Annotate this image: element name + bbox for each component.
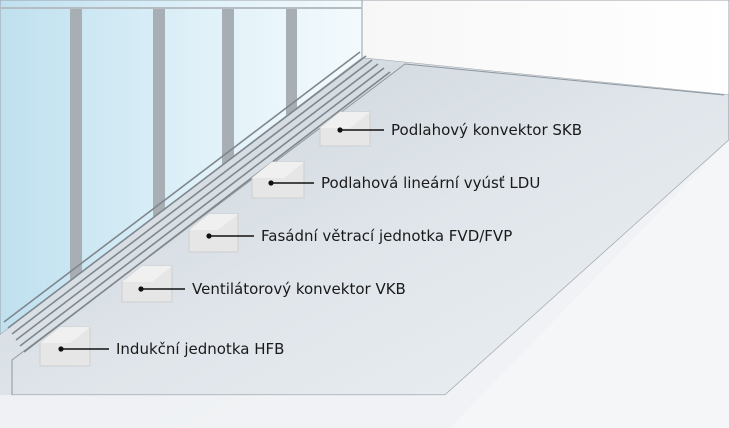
grille-slat [3, 51, 361, 323]
floor-front-face [0, 140, 729, 428]
leader-dot [58, 346, 64, 352]
label-skb: Podlahový konvektor SKB [391, 121, 582, 139]
unit-ldu-box [251, 161, 305, 199]
label-ldu: Podlahová lineární vyúsť LDU [321, 174, 540, 192]
floor [0, 58, 729, 428]
leader-dot [138, 286, 144, 292]
unit-fvd-box [188, 213, 239, 253]
grille-slat [7, 55, 367, 329]
label-vkb: Ventilátorový konvektor VKB [192, 280, 406, 298]
unit-hfb-box [39, 326, 91, 367]
grille-slat [23, 71, 391, 353]
unit-skb-box [319, 111, 371, 147]
unit-vkb-box [121, 265, 173, 303]
leader-dot [206, 233, 212, 239]
label-fvd: Fasádní větrací jednotka FVD/FVP [261, 227, 512, 245]
grille-slat [11, 59, 373, 335]
unit-boxes [39, 111, 371, 367]
mullion [286, 8, 297, 123]
leader-lines [61, 129, 384, 350]
mullion [70, 8, 82, 292]
mullion [222, 8, 234, 172]
window-mullions [70, 8, 297, 292]
label-hfb: Indukční jednotka HFB [116, 340, 284, 358]
grille-slat [15, 63, 379, 341]
mullion [153, 8, 165, 227]
grille-slat [19, 67, 385, 347]
leader-dots [58, 127, 343, 352]
leader-dot [337, 127, 343, 133]
linear-floor-outlet [3, 51, 391, 353]
leader-dot [268, 180, 274, 186]
